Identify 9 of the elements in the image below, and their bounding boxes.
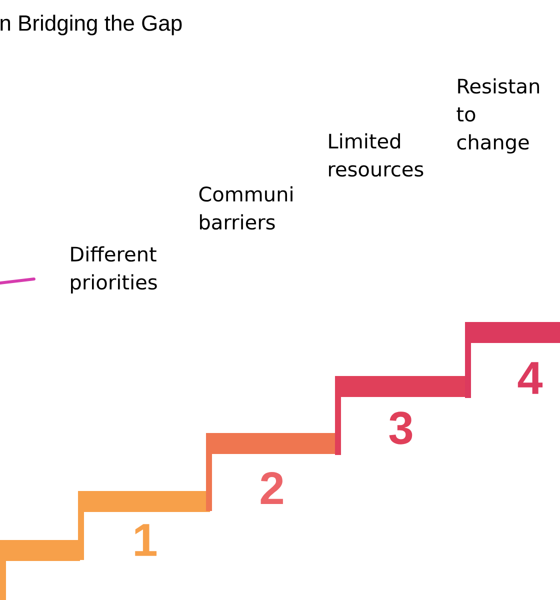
step-number: 2 <box>260 472 283 504</box>
step-number: 1 <box>135 524 157 556</box>
step-number: 4 <box>518 362 543 394</box>
step-label: Different priorities <box>71 246 157 294</box>
step-number: 3 <box>389 412 412 444</box>
step-label: Resistan to change <box>456 78 539 154</box>
title: n Bridging the Gap <box>0 14 182 36</box>
step-label: Communi barriers <box>199 186 292 230</box>
step-label: Limited resources <box>329 133 424 177</box>
